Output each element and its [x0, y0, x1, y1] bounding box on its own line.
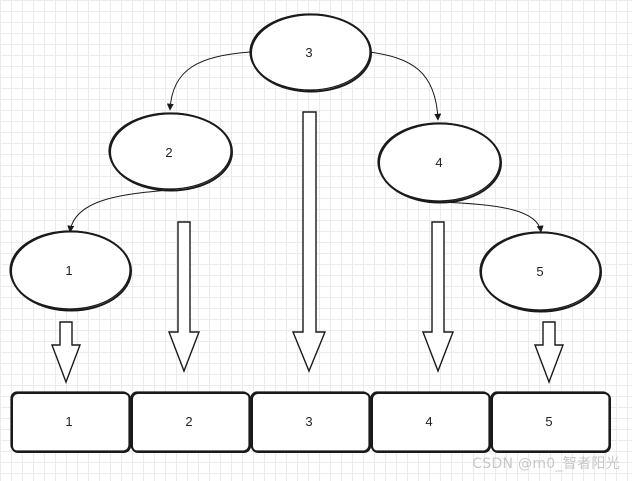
edge-4-to-5: [437, 201, 544, 233]
array-cell-label-2: 2: [185, 414, 192, 429]
array-cell-4: 4: [370, 391, 491, 453]
down-arrow-5-icon: [533, 321, 565, 384]
array-cell-label-4: 4: [425, 414, 432, 429]
down-arrow-1-icon: [50, 321, 82, 384]
node-4: 4: [377, 122, 502, 204]
edge-3-to-4: [369, 51, 442, 121]
node-label-3: 3: [305, 45, 312, 60]
array-cell-label-5: 5: [545, 414, 552, 429]
down-arrows: [50, 111, 565, 384]
array-cell-label-1: 1: [65, 414, 72, 429]
tree-edges: [67, 51, 544, 233]
down-arrow-2-icon: [167, 221, 201, 373]
node-3: 3: [249, 13, 372, 93]
array-row: 1 2 3 4 5: [10, 391, 611, 453]
array-cell-1: 1: [10, 391, 131, 453]
edge-2-to-1: [67, 189, 171, 233]
array-cell-2: 2: [130, 391, 251, 453]
node-1: 1: [9, 230, 132, 312]
edge-3-to-2: [166, 51, 251, 111]
down-arrow-3-icon: [291, 111, 327, 373]
array-cell-label-3: 3: [305, 414, 312, 429]
node-label-2: 2: [165, 145, 172, 160]
node-2: 2: [108, 112, 233, 192]
array-cell-5: 5: [490, 391, 611, 453]
node-5: 5: [479, 231, 602, 313]
node-label-1: 1: [65, 263, 72, 278]
node-label-5: 5: [536, 264, 543, 279]
down-arrow-4-icon: [421, 221, 455, 373]
array-cell-3: 3: [250, 391, 371, 453]
watermark-text: CSDN @m0_智者阳光: [472, 456, 620, 472]
node-label-4: 4: [435, 155, 442, 170]
